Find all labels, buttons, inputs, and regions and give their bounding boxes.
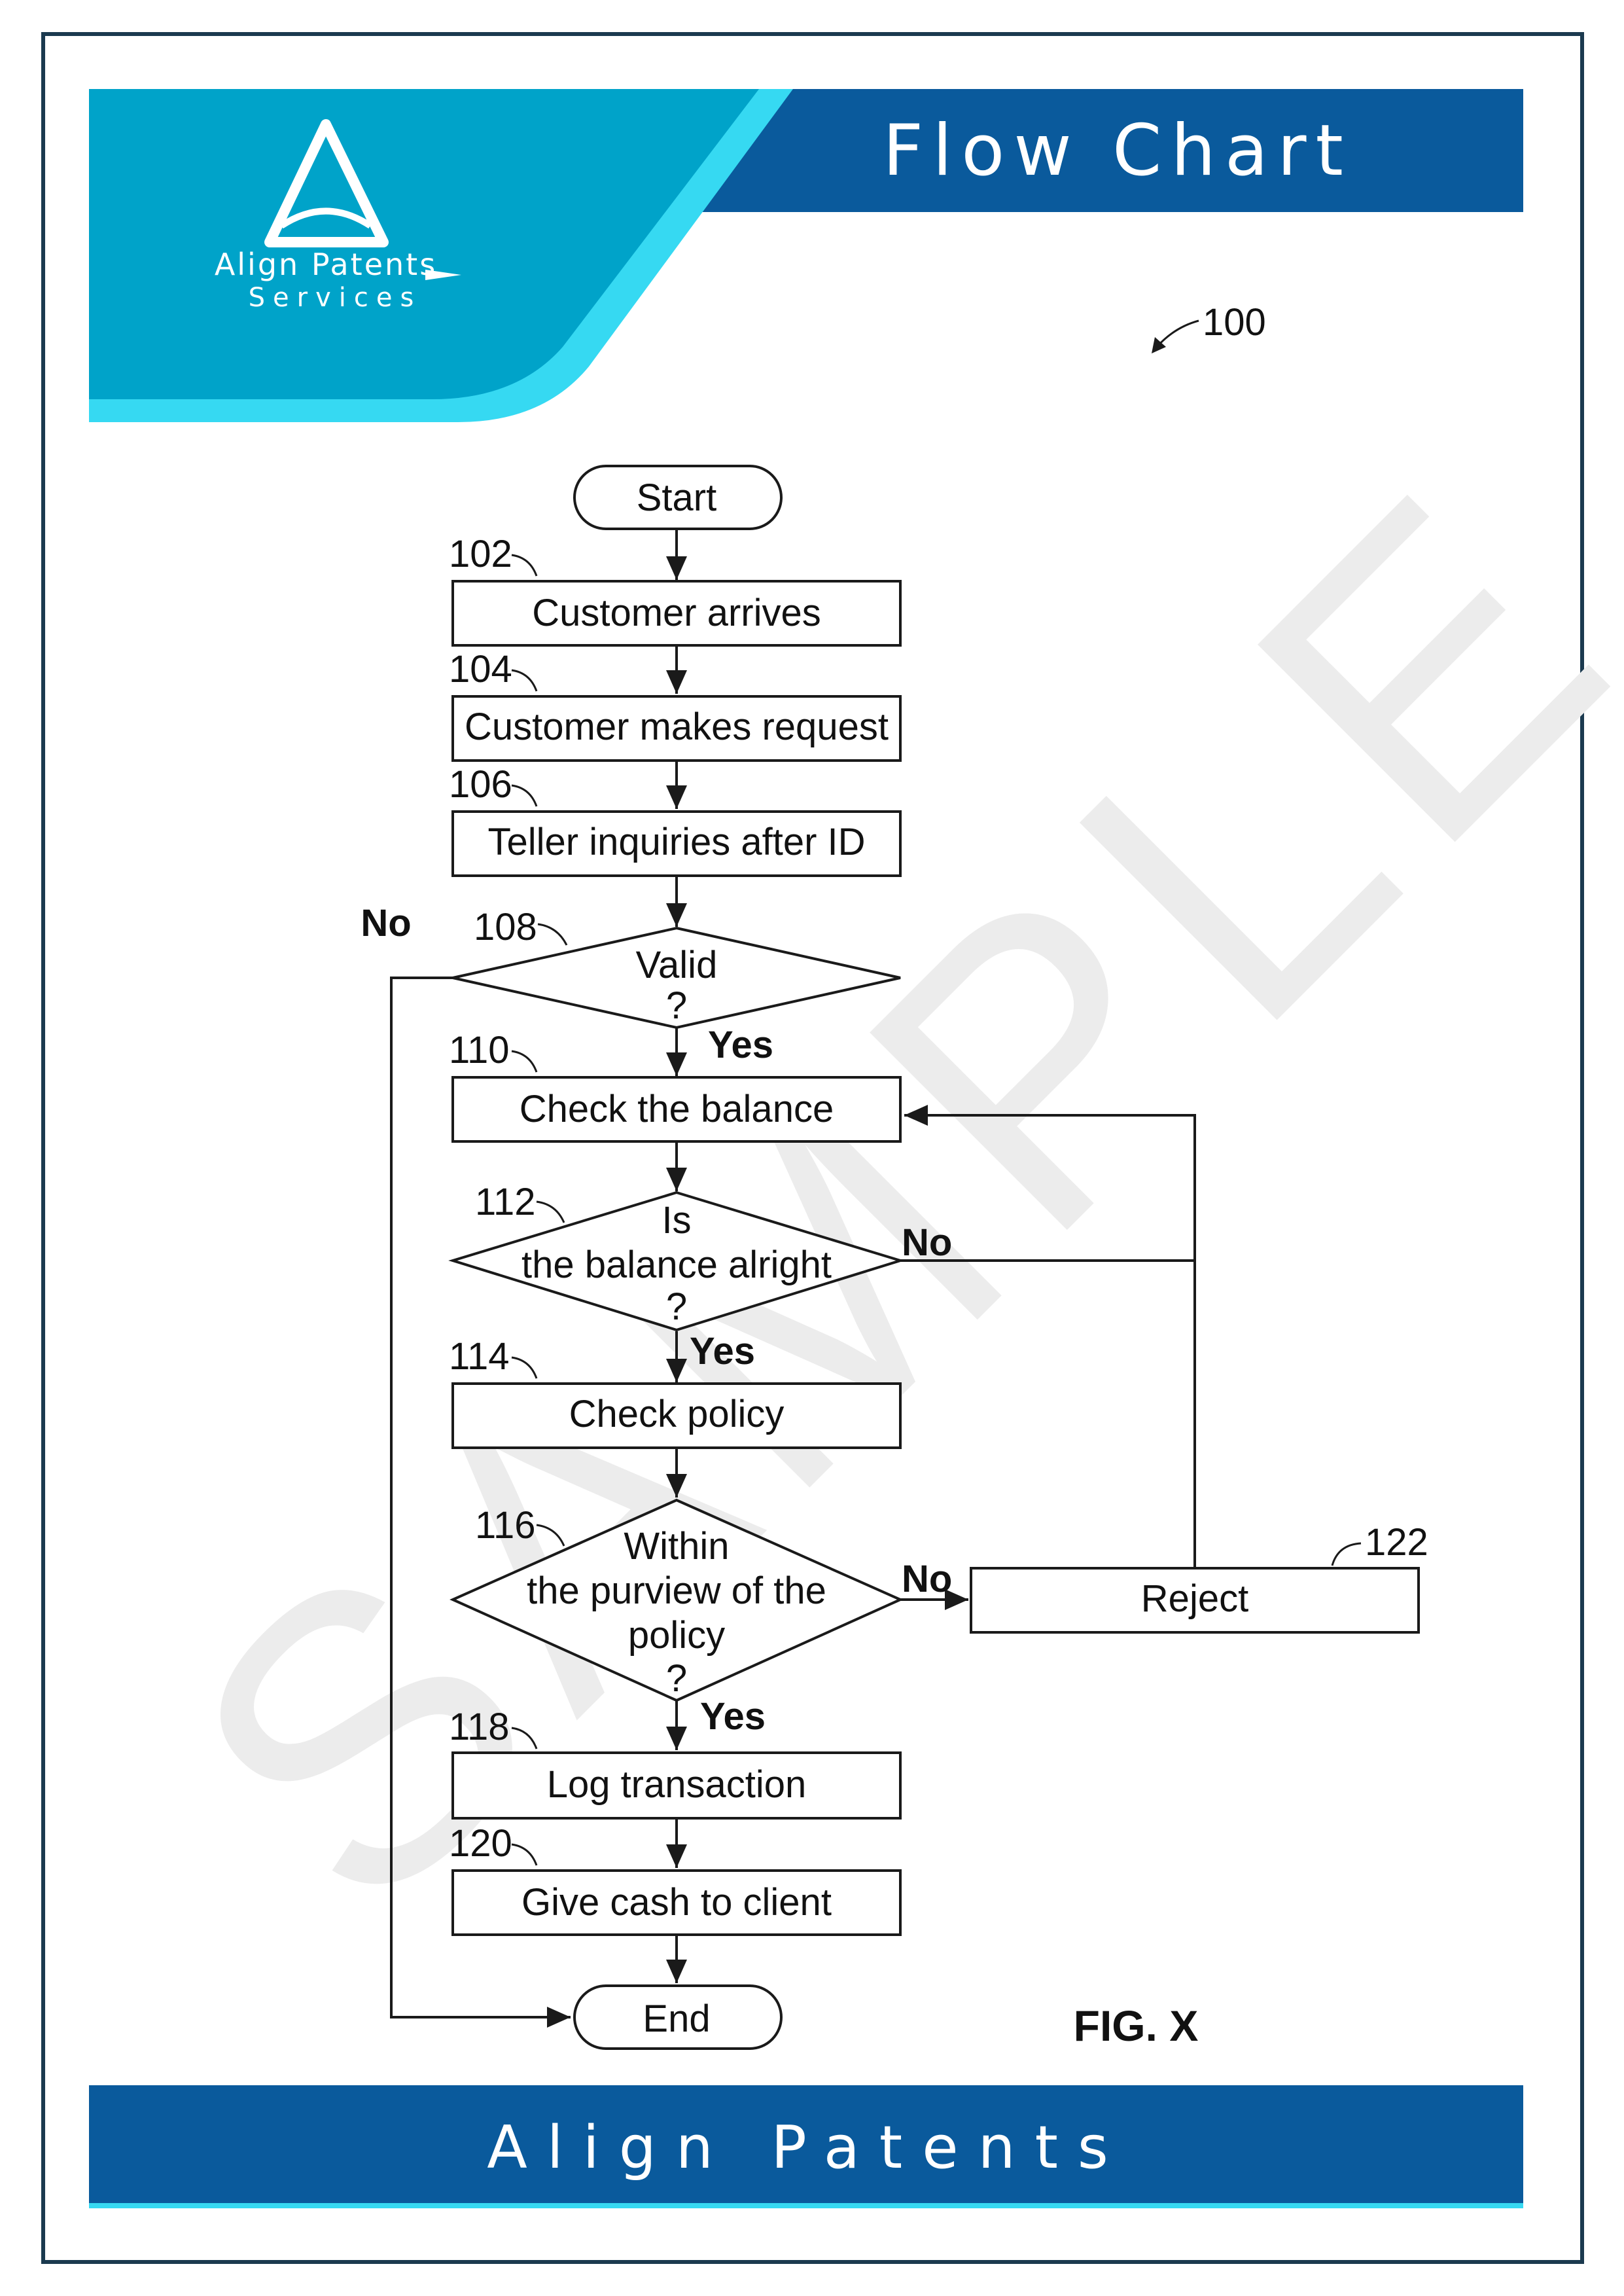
branch-label-no-108: No	[361, 902, 411, 944]
leader-106	[511, 784, 538, 807]
decision-label-112-line2: the balance alright	[521, 1244, 832, 1286]
process-label-118: Log transaction	[547, 1763, 807, 1806]
node-108: Valid ? 108	[452, 906, 901, 1030]
logo-panel	[89, 89, 759, 399]
footer-title: Align Patents	[487, 2113, 1128, 2182]
footer-bar	[89, 2085, 1523, 2203]
process-label-122: Reject	[1141, 1577, 1248, 1620]
decision-label-116-line1: Within	[624, 1525, 729, 1568]
logo-subtitle: Services	[249, 283, 422, 313]
decision-label-112-line3: ?	[666, 1285, 687, 1328]
node-122: Reject 122	[970, 1521, 1428, 1634]
figure-ref-leader	[1156, 319, 1199, 348]
edges	[390, 529, 1196, 2028]
node-118: Log transaction 118	[449, 1706, 902, 1820]
decision-diamond-108	[452, 926, 901, 1030]
ref-120: 120	[449, 1822, 512, 1865]
leader-108	[537, 923, 568, 946]
decision-label-112-line1: Is	[662, 1199, 691, 1242]
node-110: Check the balance 110	[449, 1029, 902, 1143]
branch-label-yes-108: Yes	[708, 1024, 773, 1066]
figure-caption: FIG. X	[1074, 2001, 1199, 2050]
ref-122: 122	[1365, 1521, 1428, 1564]
leader-102	[511, 554, 538, 577]
node-end: End	[573, 1984, 783, 2050]
logo-name: Align Patents	[215, 247, 437, 282]
leader-118	[511, 1727, 538, 1749]
process-label-102: Customer arrives	[532, 592, 821, 634]
ref-114: 114	[449, 1335, 509, 1378]
leader-120	[511, 1843, 538, 1866]
end-label: End	[643, 1998, 710, 2040]
process-box-118	[451, 1751, 902, 1820]
ref-112: 112	[475, 1181, 535, 1223]
decision-diamond-116	[450, 1498, 904, 1702]
node-116: Within the purview of the policy ? 116	[450, 1498, 904, 1702]
branch-label-no-112: No	[902, 1221, 952, 1264]
process-box-106	[451, 810, 902, 877]
ref-116: 116	[475, 1504, 535, 1547]
process-label-110: Check the balance	[520, 1088, 834, 1130]
footer-accent	[89, 2203, 1523, 2208]
start-terminal	[573, 465, 783, 530]
ref-102: 102	[449, 533, 512, 575]
process-label-106: Teller inquiries after ID	[488, 821, 866, 863]
node-114: Check policy 114	[449, 1335, 902, 1449]
page-title: Flow Chart	[883, 110, 1352, 192]
decision-label-108-line1: Valid	[636, 944, 718, 986]
node-102: Customer arrives 102	[449, 533, 902, 647]
end-terminal	[573, 1984, 783, 2050]
node-120: Give cash to client 120	[449, 1822, 902, 1936]
process-box-110	[451, 1076, 902, 1143]
node-start: Start	[573, 465, 783, 530]
branch-label-no-116: No	[902, 1558, 952, 1600]
process-box-122	[970, 1567, 1420, 1634]
start-label: Start	[637, 476, 717, 519]
process-label-120: Give cash to client	[521, 1881, 832, 1924]
node-106: Teller inquiries after ID 106	[449, 763, 902, 877]
node-112: Is the balance alright ? 112	[448, 1181, 905, 1332]
branch-label-yes-112: Yes	[690, 1330, 755, 1372]
footer-banner: Align Patents	[89, 2085, 1523, 2208]
leader-112	[536, 1200, 565, 1223]
leader-104	[511, 669, 538, 692]
decision-diamond-112	[448, 1191, 905, 1332]
process-box-104	[451, 695, 902, 762]
process-label-114: Check policy	[569, 1393, 785, 1435]
ref-118: 118	[449, 1706, 509, 1748]
leader-116	[536, 1524, 565, 1547]
branch-label-yes-116: Yes	[700, 1695, 766, 1738]
process-box-120	[451, 1869, 902, 1936]
decision-label-108-line2: ?	[666, 984, 687, 1027]
page-frame	[41, 32, 1584, 2264]
leader-122	[1331, 1542, 1362, 1566]
align-patents-logo: Align Patents Services	[215, 119, 461, 313]
decision-label-116-line2: the purview of the	[527, 1570, 826, 1612]
ref-106: 106	[449, 763, 512, 806]
process-label-104: Customer makes request	[465, 706, 889, 748]
ref-104: 104	[449, 648, 512, 691]
decision-label-116-line3: policy	[628, 1614, 725, 1657]
edge-122-110	[904, 1105, 1196, 1568]
node-104: Customer makes request 104	[449, 648, 902, 762]
logo-arc-icon	[279, 207, 372, 229]
ref-110: 110	[449, 1029, 509, 1071]
header-banner: Flow Chart	[89, 89, 1523, 422]
figure-ref-100: 100	[1152, 301, 1266, 353]
logo-arrow-icon	[425, 270, 461, 280]
figure-ref-arrowhead	[1152, 337, 1166, 353]
edge-108-end-no	[390, 977, 571, 2028]
figure-ref-number: 100	[1203, 301, 1266, 344]
leader-110	[511, 1050, 538, 1073]
ref-108: 108	[474, 906, 537, 948]
logo-triangle-icon	[264, 119, 389, 247]
decision-label-116-line4: ?	[666, 1657, 687, 1700]
process-box-102	[451, 580, 902, 647]
process-box-114	[451, 1382, 902, 1449]
leader-114	[511, 1356, 538, 1379]
